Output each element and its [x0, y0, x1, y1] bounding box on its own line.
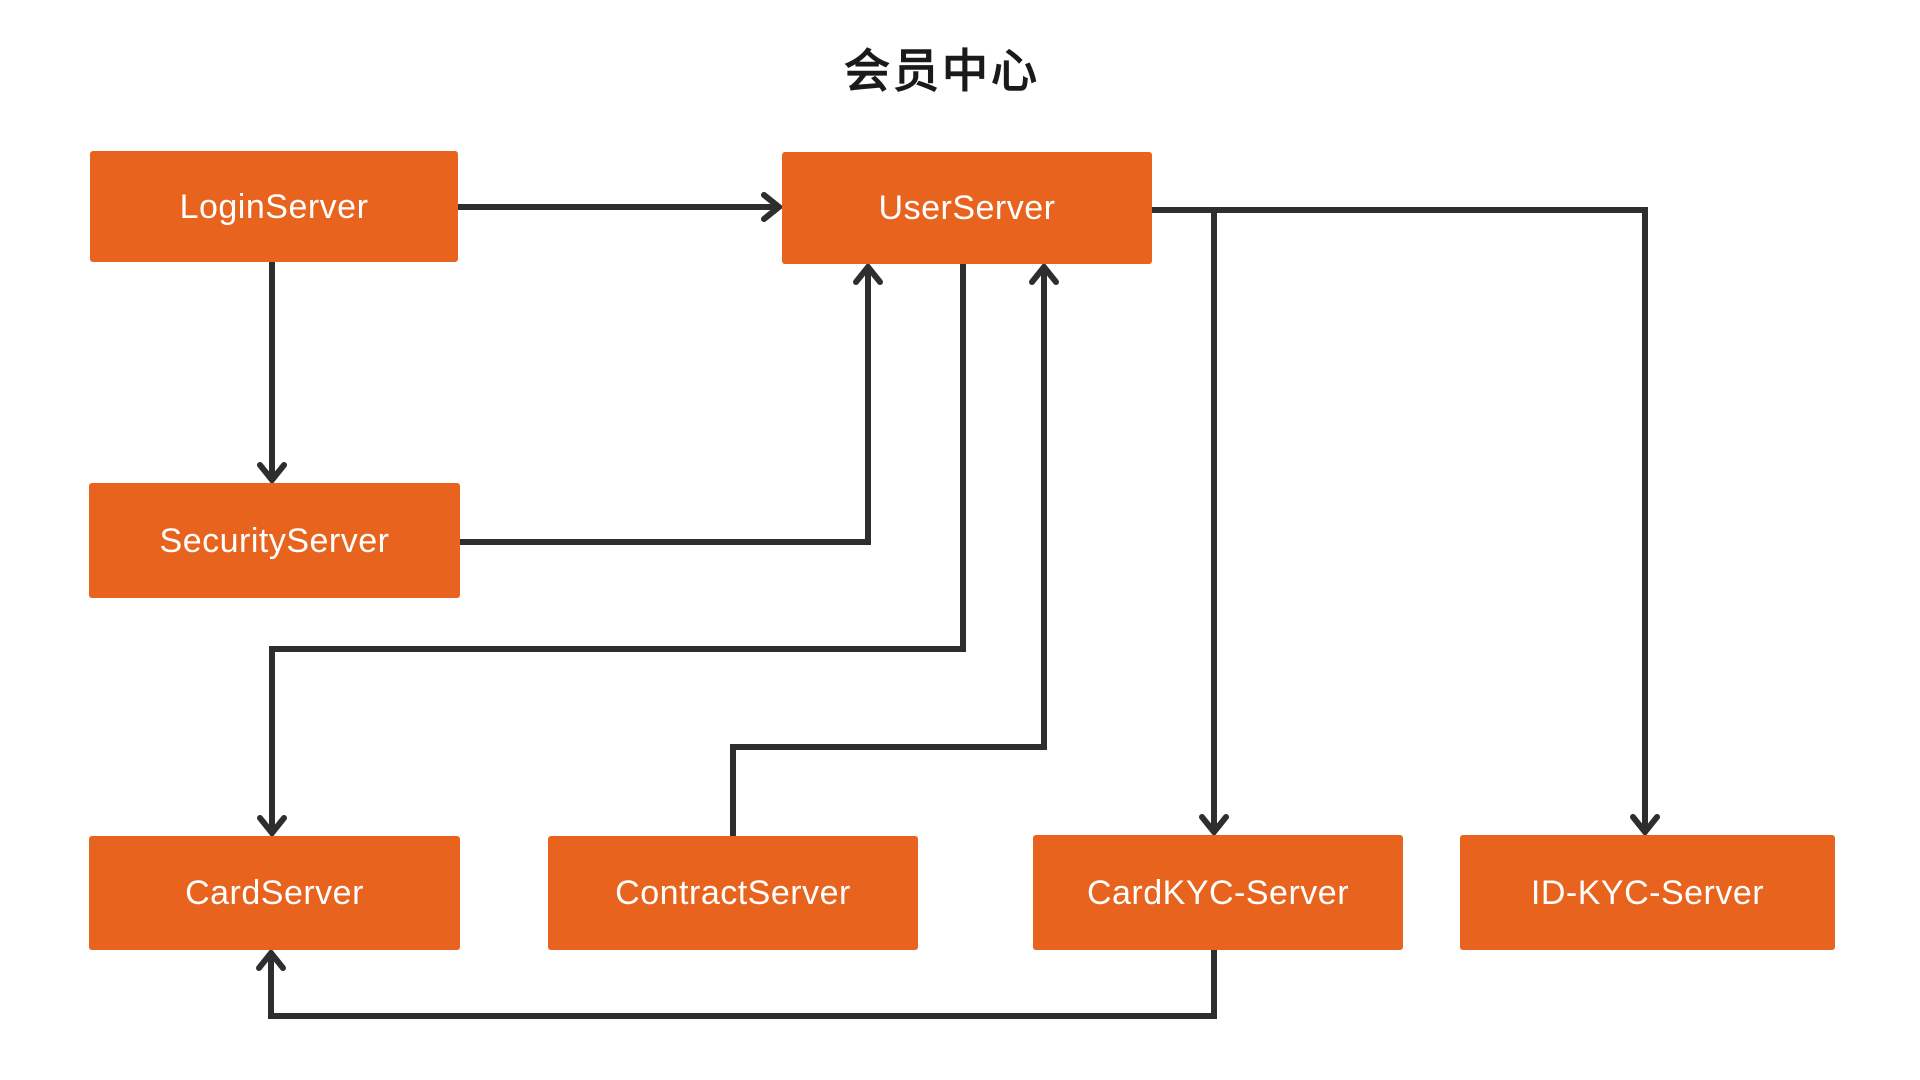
node-cardkyc-server: CardKYC-Server — [1033, 835, 1403, 950]
edge-contract-server-to-user-server — [730, 262, 1059, 836]
node-contract-server: ContractServer — [548, 836, 918, 950]
edge-user-server-to-card-server — [257, 264, 966, 838]
node-label: LoginServer — [179, 187, 369, 226]
node-label: CardKYC-Server — [1086, 873, 1350, 912]
edge-user-server-to-cardkyc-server — [1152, 207, 1229, 837]
node-id-kyc-server: ID-KYC-Server — [1460, 835, 1835, 950]
edge-security-server-to-user-server — [459, 262, 883, 545]
node-label: CardServer — [185, 874, 364, 912]
node-label: ID-KYC-Server — [1530, 873, 1765, 912]
node-user-server: UserServer — [782, 152, 1152, 264]
node-security-server: SecurityServer — [89, 483, 460, 598]
diagram-title: 会员中心 — [844, 45, 1040, 97]
node-label: SecurityServer — [159, 521, 390, 560]
edge-cardkyc-server-to-card-server — [256, 948, 1217, 1019]
node-label: UserServer — [878, 189, 1056, 227]
node-login-server: LoginServer — [90, 151, 458, 262]
node-label: ContractServer — [615, 874, 851, 912]
node-card-server: CardServer — [89, 836, 460, 950]
edge-user-server-to-id-kyc-server — [1152, 207, 1660, 837]
